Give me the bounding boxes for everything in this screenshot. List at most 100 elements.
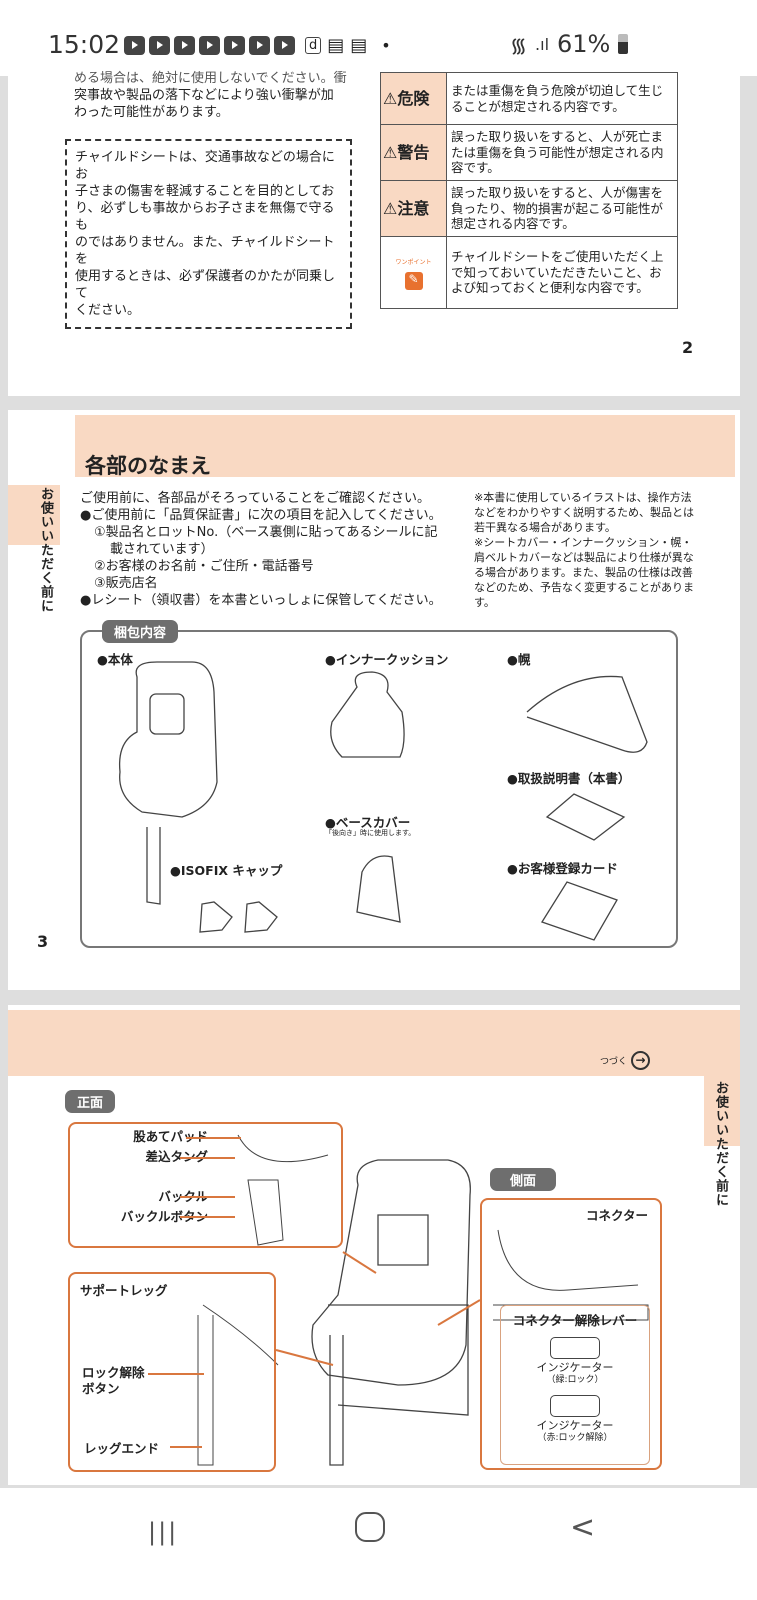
indicator-unlocked-icon bbox=[550, 1395, 600, 1417]
warning-level-text: 誤った取り扱いをすると、人が死亡または重傷を負う可能性が想定される内容です。 bbox=[446, 124, 678, 181]
package-contents-box: 梱包内容 ●本体 ●インナークッション ●幌 ●取扱説明書（本書） ●ベースカバ… bbox=[80, 620, 678, 948]
text-line: 使用するときは、必ず保護者のかたが同乗して bbox=[75, 269, 336, 301]
leg-detail-illustration bbox=[197, 1304, 279, 1466]
leader-line bbox=[180, 1157, 235, 1159]
clock: 15:02 bbox=[48, 30, 121, 59]
base-cover-note: 「後向き」時に使用します。 bbox=[325, 829, 416, 837]
navigation-bar: ||| < bbox=[0, 1488, 757, 1600]
home-button[interactable] bbox=[355, 1512, 385, 1542]
danger-label: ⚠危険 bbox=[380, 72, 447, 125]
side-tab bbox=[8, 485, 60, 545]
support-leg-callout-box bbox=[68, 1272, 276, 1472]
play-notification-icon bbox=[149, 36, 170, 55]
part-buckle-button: バックルボタン bbox=[120, 1209, 208, 1224]
title-band bbox=[8, 1010, 740, 1076]
side-tab bbox=[704, 1076, 740, 1146]
notice-box: チャイルドシートは、交通事故などの場合にお 子さまの傷害を軽減することを目的とし… bbox=[65, 139, 352, 329]
d-app-icon: d bbox=[305, 37, 322, 54]
part-lock-release-button: ロック解除ボタン bbox=[82, 1365, 145, 1397]
back-button[interactable]: < bbox=[570, 1510, 596, 1545]
text-line: ●レシート（領収書）を本書といっしょに保管してください。 bbox=[80, 593, 442, 608]
signal-icon: .ıl bbox=[535, 34, 550, 54]
text-line: 子さまの傷害を軽減することを目的としてお bbox=[75, 184, 335, 199]
leader-line bbox=[180, 1196, 235, 1198]
part-crotch-pad: 股あてパッド bbox=[133, 1129, 208, 1144]
page-title: 各部のなまえ bbox=[85, 454, 211, 478]
front-parts-labels: 股あてパッド 差込タング バックル バックルボタン bbox=[78, 1127, 208, 1227]
pdf-page-2: める場合は、絶対に使用しないでください。衝 突事故や製品の落下などにより強い衝撃… bbox=[8, 71, 740, 396]
text-line: （赤:ロック解除） bbox=[537, 1433, 613, 1443]
status-bar: 15:02 d ▤ ▤ • ᯾ .ıl 61% bbox=[0, 0, 757, 76]
play-notification-icon bbox=[124, 36, 145, 55]
leader-line bbox=[148, 1373, 204, 1375]
text-line: 突事故や製品の落下などにより強い衝撃が加 bbox=[74, 88, 334, 103]
parts-illustrations bbox=[118, 661, 648, 941]
pdf-page-3: 各部のなまえ お使いいただく前に ご使用前に、各部品がそろっていることをご確認く… bbox=[8, 410, 740, 990]
main-seat-illustration bbox=[311, 1159, 471, 1466]
dot-icon: • bbox=[381, 36, 391, 55]
page-number: 3 bbox=[37, 932, 49, 951]
note: ※本書に使用しているイラストは、操作方法などをわかりやすく説明するため、製品とは… bbox=[474, 491, 694, 534]
leader-line bbox=[180, 1216, 235, 1218]
leader-line bbox=[186, 1137, 241, 1139]
text-line: インジケーター bbox=[536, 1361, 614, 1374]
caution-label: ⚠注意 bbox=[380, 180, 447, 237]
text-line: ②お客様のお名前・ご住所・電話番号 bbox=[94, 559, 314, 574]
text-line: チャイルドシートは、交通事故などの場合にお bbox=[75, 150, 335, 182]
canopy-illustration bbox=[526, 675, 648, 753]
callout-pointers bbox=[275, 1251, 481, 1366]
base-cover-illustration bbox=[356, 855, 401, 923]
part-leg-end: レッグエンド bbox=[84, 1441, 160, 1456]
text-line: のではありません。また、チャイルドシートを bbox=[75, 235, 335, 267]
side-callout-box bbox=[480, 1198, 662, 1470]
text-line: ください。 bbox=[75, 303, 141, 318]
one-point-icon: ワンポイント✎ bbox=[380, 236, 447, 309]
wifi-icon: ᯾ bbox=[510, 32, 528, 57]
text-line: ロック解除 bbox=[82, 1365, 145, 1380]
part-tongue: 差込タング bbox=[145, 1149, 208, 1164]
hazard-level-table: ⚠危険または重傷を負う危険が切迫して生じることが想定される内容です。 ⚠警告誤っ… bbox=[380, 72, 678, 309]
side-label: 側面 bbox=[490, 1168, 557, 1191]
recents-button[interactable]: ||| bbox=[148, 1518, 179, 1546]
play-notification-icon bbox=[174, 36, 195, 55]
text-line: り、必ずしも事故からお子さまを無傷で守るも bbox=[75, 201, 335, 233]
item-registration-card: ●お客様登録カード bbox=[507, 861, 618, 876]
leader-line bbox=[170, 1446, 202, 1448]
inner-cushion-illustration bbox=[330, 671, 405, 758]
continue-label: つづく bbox=[600, 1057, 628, 1067]
partial-text: める場合は、絶対に使用しないでください。衝 bbox=[74, 71, 347, 86]
item-body: ●本体 bbox=[97, 652, 133, 667]
text-line: ③販売店名 bbox=[94, 576, 158, 591]
indicator-red-label: インジケーター（赤:ロック解除） bbox=[501, 1419, 649, 1445]
note: ※シートカバー・インナークッション・幌・肩ベルトカバーなどは製品により仕様が異な… bbox=[474, 536, 694, 609]
battery-text: 61% bbox=[557, 30, 611, 58]
release-lever-box: コネクター解除レバー インジケーター（緑:ロック） インジケーター（赤:ロック解… bbox=[500, 1305, 650, 1465]
continue-indicator: つづく→ bbox=[600, 1051, 651, 1070]
text-line: ●ご使用前に「品質保証書」に次の項目を記入してください。 bbox=[80, 508, 442, 523]
text-line: インジケーター bbox=[536, 1419, 614, 1432]
text-line: ボタン bbox=[82, 1381, 120, 1396]
intro-text: ご使用前に、各部品がそろっていることをご確認ください。 ●ご使用前に「品質保証書… bbox=[80, 490, 442, 609]
front-label: 正面 bbox=[65, 1090, 116, 1113]
text-line: （緑:ロック） bbox=[546, 1375, 604, 1385]
text-line: 載されています） bbox=[110, 542, 214, 557]
indicator-green-label: インジケーター（緑:ロック） bbox=[501, 1361, 649, 1387]
part-connector: コネクター bbox=[586, 1208, 649, 1223]
arrow-right-circle-icon: → bbox=[631, 1051, 651, 1070]
isofix-cap-illustration bbox=[199, 901, 278, 933]
indicator-locked-icon bbox=[550, 1337, 600, 1359]
side-tab-label: お使いいただく前に bbox=[38, 487, 53, 613]
play-notification-icon bbox=[224, 36, 245, 55]
caution-text: 誤った取り扱いをすると、人が傷害を負ったり、物的損害が起こる可能性が想定される内… bbox=[446, 180, 678, 237]
one-point-text: チャイルドシートをご使用いただく上で知っておいていただきたいこと、および知ってお… bbox=[446, 236, 678, 309]
news-icon: ▤ bbox=[327, 35, 345, 56]
play-notification-icon bbox=[249, 36, 270, 55]
notes: ※本書に使用しているイラストは、操作方法などをわかりやすく説明するため、製品とは… bbox=[474, 490, 694, 610]
title-band bbox=[75, 415, 735, 477]
text-line: ご使用前に、各部品がそろっていることをご確認ください。 bbox=[80, 491, 430, 506]
manual-illustration bbox=[545, 793, 626, 841]
play-notification-icon bbox=[199, 36, 220, 55]
item-inner-cushion: ●インナークッション bbox=[325, 652, 449, 667]
front-callout-box bbox=[68, 1122, 343, 1248]
part-support-leg: サポートレッグ bbox=[80, 1283, 168, 1298]
